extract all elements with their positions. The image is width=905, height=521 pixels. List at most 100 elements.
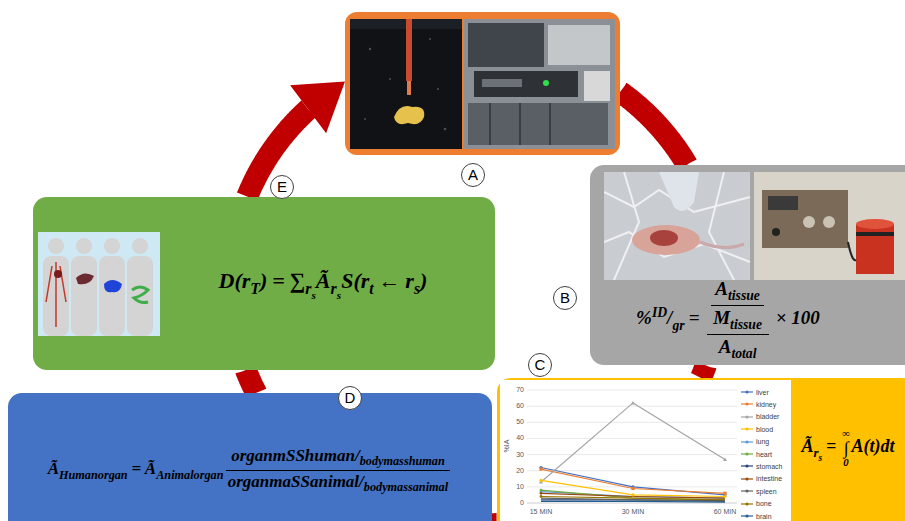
- limit-base: ∫: [843, 439, 848, 457]
- formula-term: Humanorgan: [59, 468, 128, 482]
- axis-label: 30 MIN: [613, 507, 653, 517]
- photo-dark-part: [406, 19, 412, 81]
- axis-label: 10: [504, 482, 524, 492]
- process-panel: DÃHumanorgan=ÃAnimalorganorganmSShuman/b…: [8, 393, 492, 521]
- photo-dark-part: [444, 128, 447, 131]
- legend-marker: [745, 428, 748, 431]
- formula-row: D(rT)=∑rsÃrsS(rt←rs): [219, 268, 428, 293]
- legend-sample: [741, 414, 753, 420]
- photo-counter: [754, 172, 905, 280]
- legend-item: bladder: [741, 412, 779, 421]
- formula-row: rs: [331, 280, 342, 297]
- organ-drawings: [46, 262, 148, 327]
- photo-rack-part: [543, 80, 549, 86]
- formula-term: /: [355, 446, 360, 465]
- grid-lines-part: [527, 406, 737, 407]
- formula-term: r: [813, 445, 818, 460]
- organ-drawings-part: [54, 270, 62, 278]
- body-illustration-part: [38, 232, 160, 336]
- photo-counter-part: [762, 190, 848, 248]
- legend-sample: [741, 439, 753, 445]
- photo-dark-part: [350, 19, 462, 149]
- formula-term: s: [414, 280, 420, 297]
- photo-rack-part: [474, 71, 578, 97]
- subscript: tissue: [730, 317, 762, 332]
- formula-term: r: [331, 280, 337, 297]
- organ-drawings-part: [104, 280, 122, 292]
- step-letter: E: [270, 175, 294, 199]
- denominator: organmaSSanimal/bodymassanimal: [226, 472, 450, 495]
- legend-marker: [745, 403, 748, 406]
- process-panel: ED(rT)=∑rsÃrsS(rt←rs): [33, 197, 495, 370]
- photo-rack-part: [490, 103, 550, 145]
- formula-term: s: [311, 289, 315, 301]
- fraction: AtissueMtissue: [711, 278, 764, 333]
- formula-term: ID: [652, 305, 667, 320]
- organ-drawings-part: [46, 262, 66, 327]
- photo-dark-part: [407, 81, 411, 95]
- photo-dark-part: [437, 88, 439, 90]
- legend-sample: [741, 389, 753, 395]
- chart-markers-part: [631, 493, 634, 496]
- axis-label: %IA: [502, 431, 512, 461]
- formula-term: /: [359, 472, 364, 491]
- human-figures-part: [127, 256, 153, 336]
- grid-lines-part: [527, 454, 737, 455]
- formula-term: A: [719, 336, 732, 357]
- formula-row: rs: [813, 445, 822, 460]
- cycle-arrow: [247, 82, 345, 197]
- legend-line: [741, 515, 753, 516]
- subscript: rs: [813, 445, 822, 460]
- photo-dissection-part: [604, 172, 750, 280]
- human-figures-part: [104, 238, 120, 254]
- legend-item: brain: [741, 512, 772, 521]
- formula-term: ): [420, 268, 427, 293]
- formula-row: Atotal: [719, 336, 757, 357]
- axis-label: 60 MIN: [705, 507, 745, 517]
- human-figures-part: [132, 238, 148, 254]
- legend-marker: [745, 502, 748, 505]
- limit-bottom: 0: [843, 457, 848, 468]
- photo-counter-part: [754, 172, 905, 280]
- formula-term: r: [242, 268, 251, 293]
- formula-term: S(: [341, 268, 361, 293]
- chart-series-part: [541, 403, 725, 482]
- legend-marker: [745, 477, 748, 480]
- legend-marker: [745, 490, 748, 493]
- subscript: Humanorgan: [59, 468, 128, 482]
- subscript: total: [731, 346, 756, 361]
- organ-drawings-part: [76, 273, 94, 284]
- formula-row: Ãrs=∞∫0A(t)dt: [801, 436, 894, 456]
- numerator: AtissueMtissue: [707, 278, 769, 333]
- biodistribution-chart: [497, 378, 791, 521]
- biodistribution-chart-part: [500, 380, 791, 521]
- legend-marker: [745, 465, 748, 468]
- subscript: s: [311, 289, 315, 301]
- grid-lines-part: [527, 438, 737, 439]
- formula-term: =: [826, 436, 836, 456]
- subscript: s: [818, 453, 822, 463]
- axis-label: 20: [504, 466, 524, 476]
- human-figures-part: [43, 256, 69, 336]
- legend-sample: [741, 426, 753, 432]
- subscript: tissue: [728, 288, 760, 303]
- human-figures: [43, 238, 153, 336]
- legend-label: liver: [756, 388, 769, 397]
- legend-label: heart: [756, 450, 772, 459]
- grid-lines-part: [527, 422, 737, 423]
- subscript: t: [369, 280, 373, 297]
- axis-label: 15 MIN: [521, 507, 561, 517]
- photo-dissection-part: [604, 172, 750, 280]
- legend-sample: [741, 488, 753, 494]
- chart-series-part: [541, 497, 725, 500]
- legend-label: spleen: [756, 487, 777, 496]
- photo-counter-part: [768, 196, 798, 210]
- subscript: gr: [672, 318, 684, 333]
- photo-rack-part: [548, 25, 610, 65]
- photo-counter-part: [772, 228, 780, 236]
- arrow-line: [246, 370, 256, 393]
- process-panel: A: [345, 12, 620, 155]
- fraction-bar: [226, 470, 450, 471]
- photo-dissection-part: [700, 242, 744, 248]
- formula-row: ÃHumanorgan=ÃAnimalorganorganmSShuman/bo…: [48, 459, 453, 478]
